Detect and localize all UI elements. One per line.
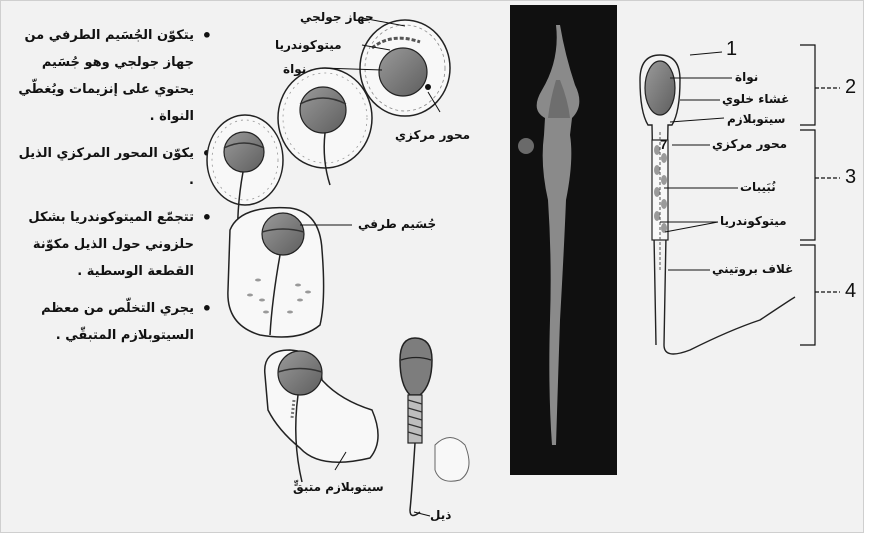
label-microtubules: نُبَيبات [740,180,776,194]
spermatid-stage-1 [360,20,450,116]
spermatid-stage-4 [228,208,324,337]
label-nucleus: نواة [283,62,306,76]
spermatid-stage-2 [278,68,372,185]
label-acrosome: جُسَيم طرفي [358,217,436,231]
spermatid-stage-5 [265,350,378,482]
label-sperm-nucleus: نواة [735,70,758,84]
label-mitochondria: ميتوكوندريا [275,38,342,52]
spermatid-stage-6 [400,338,469,516]
label-cell-membrane: غشاء خلوي [722,92,789,106]
label-tail: ذيل [430,508,451,522]
micrograph-photo [510,5,617,475]
label-sperm-cytoplasm: سيتوبلازم [727,112,785,126]
label-centriole: محور مركزي [395,128,470,142]
region-number-7: 7 [660,137,667,152]
label-residual-cytoplasm: سيتوبلازم متبقٍّ [293,480,384,494]
region-number-2: 2 [845,76,856,99]
region-number-1: 1 [726,38,737,61]
label-sperm-mitochondria: ميتوكوندريا [720,214,787,228]
region-number-3: 3 [845,166,856,189]
label-protein-sheath: غلاف بروتيني [712,262,793,276]
label-sperm-centriole: محور مركزي [712,137,787,151]
label-golgi: جهاز جولجي [300,10,374,24]
region-number-4: 4 [845,280,856,303]
